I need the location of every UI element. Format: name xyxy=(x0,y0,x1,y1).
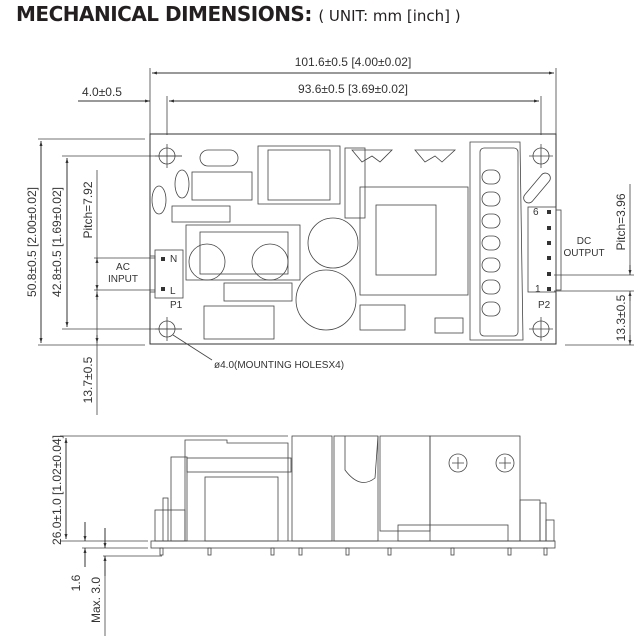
pcb-thickness-label: 1.6 xyxy=(69,574,83,591)
hole-offset-label: 4.0±0.5 xyxy=(82,85,122,99)
pin-l-label: L xyxy=(170,286,176,297)
page-title: MECHANICAL DIMENSIONS: ( UNIT: mm [inch]… xyxy=(16,2,461,26)
mounting-hole xyxy=(529,144,553,168)
p1-label: P1 xyxy=(170,300,183,311)
components xyxy=(151,141,551,341)
mounting-hole xyxy=(529,317,553,341)
p2-connector: 6 1 P2 DC OUTPUT xyxy=(527,206,605,311)
mounting-holes-label: ø4.0(MOUNTING HOLESX4) xyxy=(214,360,344,371)
side-view: 26.0±1.0 [1.02±0.04] 1.6 Max. 3.0 xyxy=(50,435,556,636)
title-text: MECHANICAL DIMENSIONS: xyxy=(16,2,312,26)
pcb-side xyxy=(150,540,556,549)
ac-input-label-2: INPUT xyxy=(108,274,138,285)
top-view: 101.6±0.5 [4.00±0.02] 93.6±0.5 [3.69±0.0… xyxy=(25,55,634,415)
input-offset-label: 13.7±0.5 xyxy=(81,356,95,403)
hole-pitch-height-label: 42.8±0.5 [1.69±0.02] xyxy=(50,187,64,297)
output-offset-label: 13.3±0.5 xyxy=(614,294,628,341)
overall-height-label: 50.8±0.5 [2.00±0.02] xyxy=(25,187,39,297)
side-components xyxy=(150,435,556,556)
dc-output-label-1: DC xyxy=(577,236,591,247)
pin-6-label: 6 xyxy=(533,207,539,218)
dc-output-label-2: OUTPUT xyxy=(563,248,604,259)
hole-pitch-width-label: 93.6±0.5 [3.69±0.02] xyxy=(298,82,408,96)
mounting-hole xyxy=(155,144,182,168)
pin-n-label: N xyxy=(170,254,177,265)
p1-connector: N L P1 xyxy=(149,249,184,311)
output-pitch-label: Pitch=3.96 xyxy=(614,193,628,250)
ac-input-label-1: AC xyxy=(116,262,130,273)
pin-length-label: Max. 3.0 xyxy=(89,577,103,623)
pin-1-label: 1 xyxy=(535,284,541,295)
height-label: 26.0±1.0 [1.02±0.04] xyxy=(50,435,64,545)
unit-label: ( UNIT: mm [inch] ) xyxy=(318,7,461,25)
p2-label: P2 xyxy=(538,300,551,311)
overall-width-label: 101.6±0.5 [4.00±0.02] xyxy=(295,55,412,69)
mounting-hole xyxy=(155,317,182,341)
input-pitch-label: Pitch=7.92 xyxy=(81,181,95,238)
